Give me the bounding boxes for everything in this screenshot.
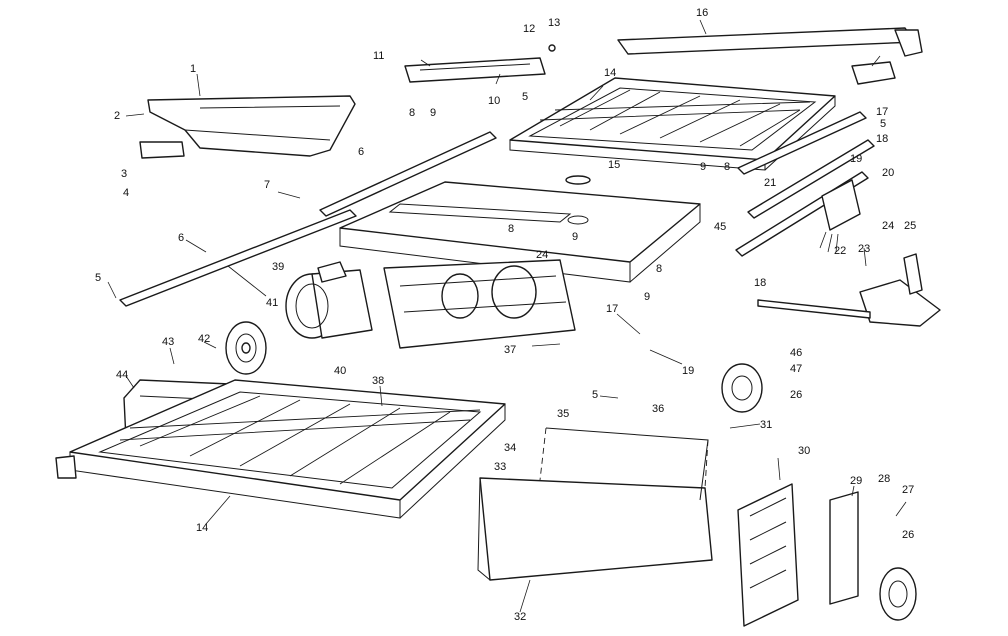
part-cabinet <box>477 427 713 581</box>
callout-31: 31 <box>760 419 772 431</box>
callout-39: 39 <box>272 261 284 273</box>
callout-30: 30 <box>798 445 810 457</box>
callout-44: 44 <box>116 369 128 381</box>
callout-38: 38 <box>372 375 384 387</box>
callout-5-top: 5 <box>522 91 528 103</box>
callout-26-upper: 26 <box>790 389 802 401</box>
callout-11: 11 <box>373 50 384 62</box>
callout-15: 15 <box>608 159 620 171</box>
callout-16: 16 <box>696 7 708 19</box>
callout-12: 12 <box>523 23 535 35</box>
part-cover-plate <box>829 491 859 605</box>
part-handwheel-upper <box>721 363 763 413</box>
callout-26-lower: 26 <box>902 529 914 541</box>
part-blade-guard <box>139 95 356 159</box>
part-guide-rails-left <box>119 131 497 307</box>
callout-1: 1 <box>190 63 196 75</box>
part-table-extension-frame-lower <box>55 379 506 519</box>
part-splitter-bar <box>404 44 556 83</box>
callout-40: 40 <box>334 365 346 377</box>
callout-42: 42 <box>198 333 210 345</box>
callout-47: 47 <box>790 363 802 375</box>
callout-10: 10 <box>488 95 500 107</box>
part-handwheel-lower <box>879 567 917 621</box>
callout-18-lower: 18 <box>754 277 766 289</box>
callout-45: 45 <box>714 221 726 233</box>
callout-9-d: 9 <box>644 291 650 303</box>
callout-19-upper: 19 <box>850 153 862 165</box>
callout-25: 25 <box>904 220 916 232</box>
callout-34: 34 <box>504 442 516 454</box>
callout-23: 23 <box>858 243 870 255</box>
callout-27: 27 <box>902 484 914 496</box>
callout-21: 21 <box>764 177 776 189</box>
callout-19-lower: 19 <box>682 365 694 377</box>
callout-18-upper: 18 <box>876 133 888 145</box>
part-rip-fence-rail <box>617 27 923 85</box>
callout-9-a: 9 <box>430 107 436 119</box>
callout-9-c: 9 <box>700 161 706 173</box>
callout-5-left: 5 <box>95 272 101 284</box>
callout-17-lower: 17 <box>606 303 618 315</box>
callout-6-upper: 6 <box>358 146 364 158</box>
callout-32: 32 <box>514 611 526 623</box>
leader-lines <box>107 19 907 613</box>
callout-24-a: 24 <box>882 220 894 232</box>
callout-7: 7 <box>264 179 270 191</box>
part-trunnion-assembly <box>383 259 576 349</box>
callout-37: 37 <box>504 344 516 356</box>
callout-8-a: 8 <box>409 107 415 119</box>
callout-8-b: 8 <box>508 223 514 235</box>
part-pulley <box>225 321 267 375</box>
part-miter-gauge <box>757 253 941 327</box>
part-table-extension-frame-upper <box>509 77 836 171</box>
callout-8-c: 8 <box>724 161 730 173</box>
callout-43: 43 <box>162 336 174 348</box>
callout-46: 46 <box>790 347 802 359</box>
callout-24-b: 24 <box>536 249 548 261</box>
callout-13: 13 <box>548 17 560 29</box>
callout-20: 20 <box>882 167 894 179</box>
callout-36: 36 <box>652 403 664 415</box>
callout-9-b: 9 <box>572 231 578 243</box>
callout-33: 33 <box>494 461 506 473</box>
callout-28: 28 <box>878 473 890 485</box>
part-side-panel <box>737 483 799 627</box>
callout-17-upper: 17 <box>876 106 888 118</box>
part-switch-box <box>819 179 861 253</box>
callout-14-lower: 14 <box>196 522 208 534</box>
callout-14-upper: 14 <box>604 67 616 79</box>
callout-5-bottom: 5 <box>592 389 598 401</box>
callout-labels: 1 2 3 4 5 5 5 5 6 6 7 8 8 8 8 9 9 9 9 10… <box>95 7 916 623</box>
callout-5-right: 5 <box>880 118 886 130</box>
callout-41: 41 <box>266 297 278 309</box>
callout-6-lower: 6 <box>178 232 184 244</box>
callout-22: 22 <box>834 245 846 257</box>
callout-3: 3 <box>121 168 127 180</box>
callout-4: 4 <box>123 187 129 199</box>
callout-29: 29 <box>850 475 862 487</box>
callout-8-d: 8 <box>656 263 662 275</box>
callout-2: 2 <box>114 110 120 122</box>
callout-35: 35 <box>557 408 569 420</box>
part-motor <box>285 261 373 339</box>
